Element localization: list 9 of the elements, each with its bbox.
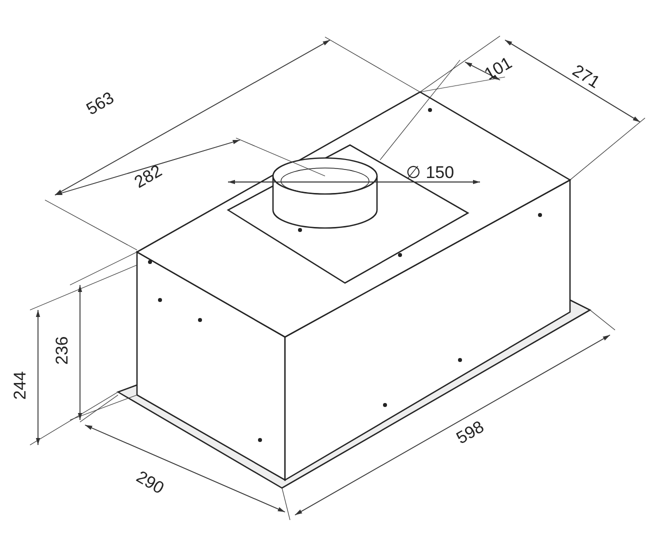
diameter-label: ∅ 150 <box>406 164 454 180</box>
dimension-label: 598 <box>454 418 487 446</box>
dimension-label: 236 <box>54 336 71 364</box>
dimension-label: 244 <box>12 370 29 400</box>
dimension-label: 101 <box>482 54 515 82</box>
dimension-label: 271 <box>570 61 603 91</box>
dimension-label: 563 <box>84 88 117 118</box>
dimension-label: 290 <box>134 468 167 496</box>
dimension-label: 282 <box>132 162 165 190</box>
